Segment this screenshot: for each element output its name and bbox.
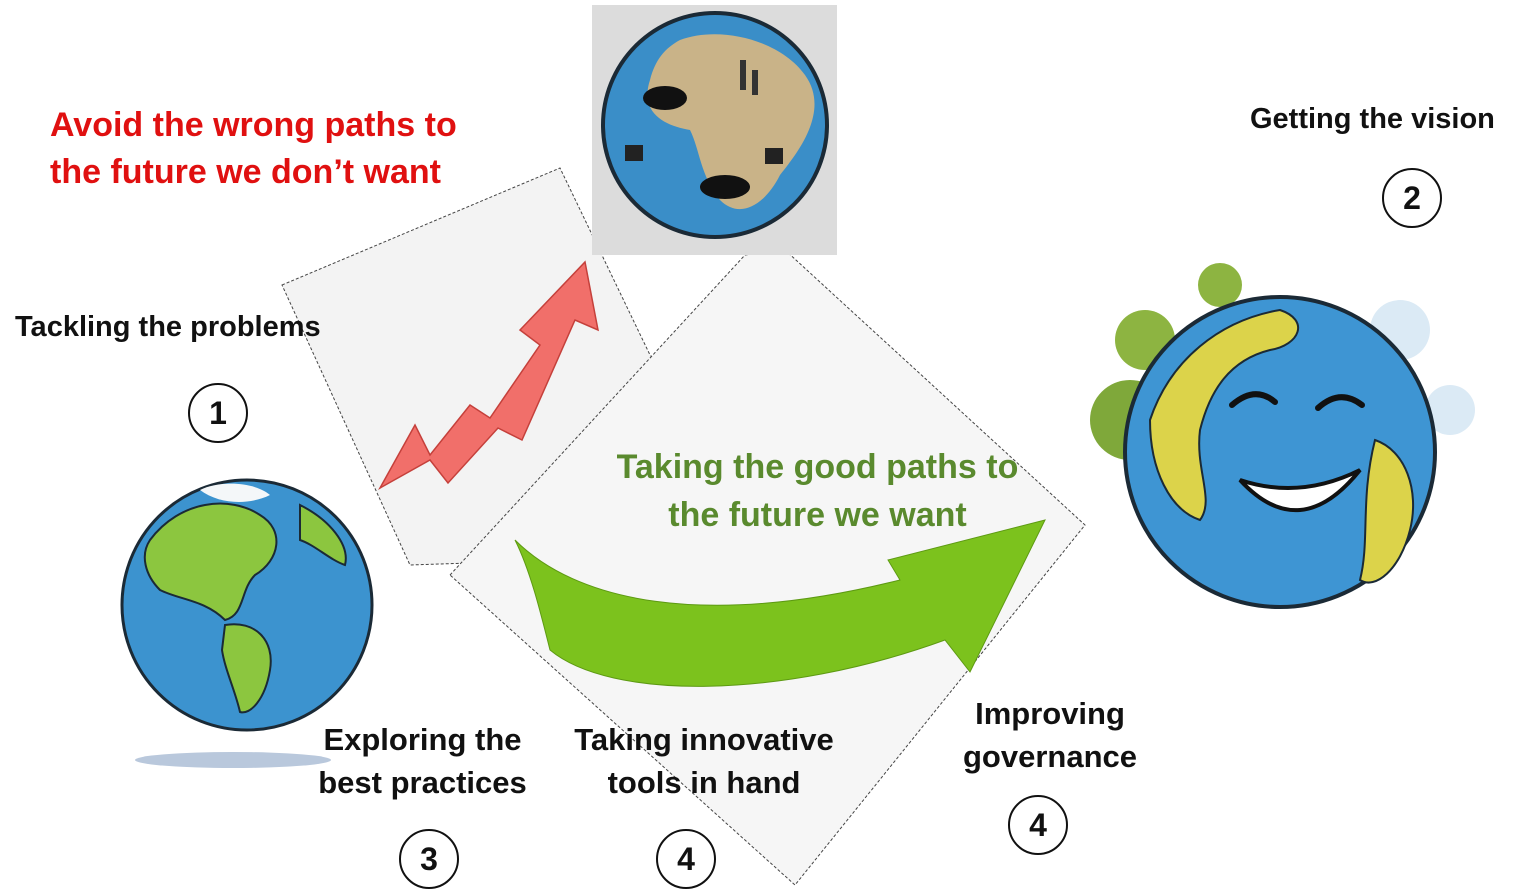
good-path-headline-line-2: the future we want	[668, 496, 967, 534]
good-path-headline-line-1: Taking the good paths to	[616, 448, 1019, 486]
step-3-badge: 3	[399, 829, 459, 889]
step-2-badge: 2	[1382, 168, 1442, 228]
step-1-label-line-1: Tackling the problems	[15, 311, 321, 343]
step-4-governance-label: Improving governance	[950, 692, 1150, 778]
wrong-path-headline-line-1: Avoid the wrong paths to	[50, 106, 457, 144]
step-3-label: Exploring the best practices	[300, 718, 545, 804]
green-curved-arrow-icon	[514, 519, 1046, 687]
step-4-governance-label-line-1: Improving	[975, 696, 1125, 731]
step-4-tools-label: Taking innovative tools in hand	[560, 718, 848, 804]
good-path-headline: Taking the good paths to the future we w…	[605, 443, 1030, 539]
step-3-label-line-2: best practices	[318, 765, 527, 800]
background-panels	[281, 167, 1086, 886]
wrong-path-headline: Avoid the wrong paths to the future we d…	[50, 102, 457, 196]
green-path-panel	[449, 249, 1086, 886]
smiling-earth-icon	[1090, 263, 1475, 609]
polluted-earth-icon	[592, 5, 837, 255]
red-zigzag-arrow-icon	[378, 260, 600, 490]
step-4-tools-label-line-2: tools in hand	[607, 765, 801, 800]
step-2-label: Getting the vision	[1250, 98, 1495, 141]
wrong-path-headline-line-2: the future we don’t want	[50, 153, 441, 191]
step-4-tools-label-line-1: Taking innovative	[574, 722, 834, 757]
step-4-governance-badge: 4	[1008, 795, 1068, 855]
step-1-label: Tackling the problems	[15, 306, 321, 349]
healthy-earth-icon	[120, 478, 374, 768]
step-1-badge: 1	[188, 383, 248, 443]
step-2-label-line-1: Getting the vision	[1250, 103, 1495, 135]
step-3-label-line-1: Exploring the	[323, 722, 522, 757]
step-4-tools-badge: 4	[656, 829, 716, 889]
step-4-governance-label-line-2: governance	[962, 739, 1137, 774]
